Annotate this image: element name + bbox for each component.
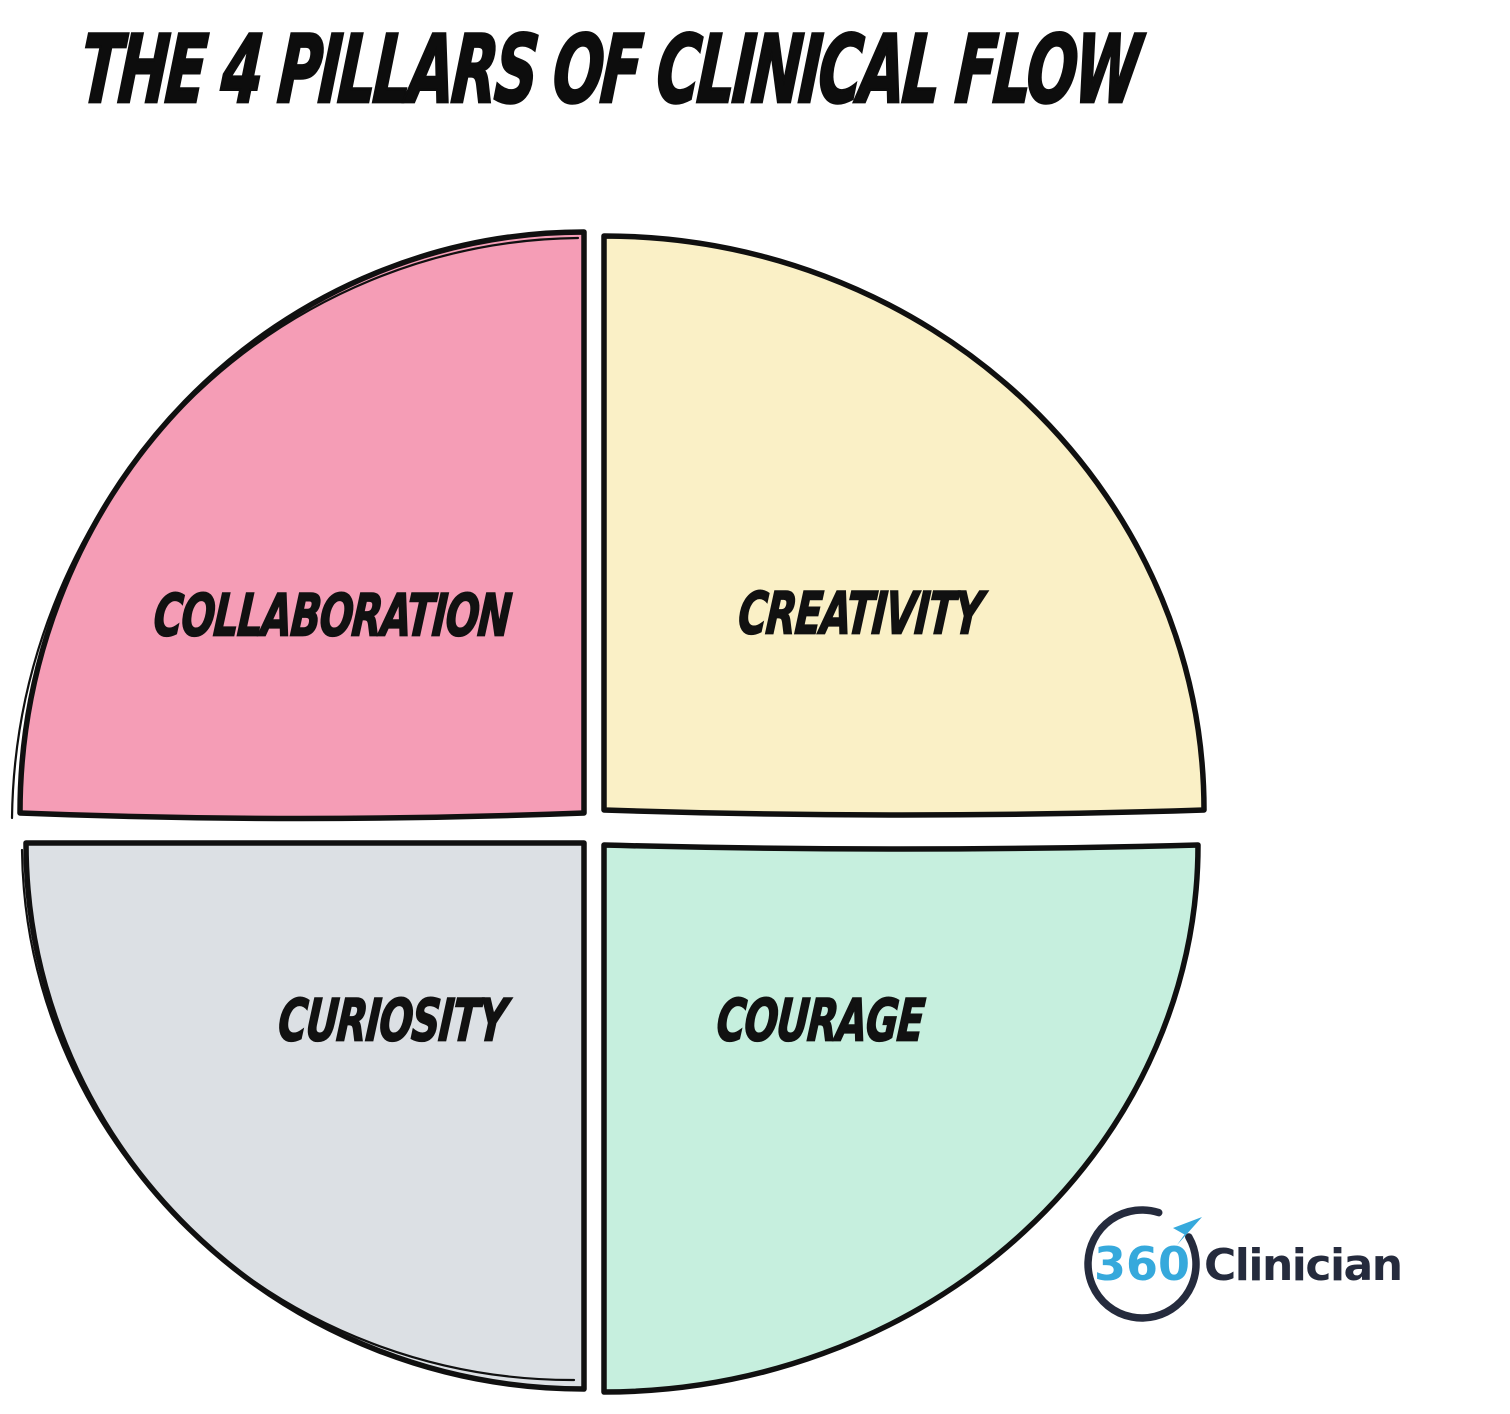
brand-logo-graphic: 360 Clinician — [1084, 1206, 1403, 1322]
sketch-stroke — [20, 848, 576, 1382]
quadrant-curiosity — [23, 840, 587, 1392]
logo-circle — [1084, 1206, 1200, 1322]
quadrant-label-collaboration: COLLABORATION — [150, 582, 513, 651]
brand-logo: 360 Clinician — [1080, 1198, 1420, 1338]
logo-wordmark: Clinician — [1204, 1240, 1402, 1291]
logo-360-text: 360 — [1094, 1237, 1190, 1291]
quadrant-creativity — [601, 233, 1207, 818]
paper-plane-icon — [1173, 1217, 1202, 1245]
quadrant-collaboration — [17, 229, 587, 822]
quadrant-label-curiosity: CURIOSITY — [275, 987, 509, 1056]
sketch-stroke — [10, 236, 580, 820]
quadrant-courage — [601, 842, 1201, 1395]
quadrant-label-creativity: CREATIVITY — [735, 580, 985, 649]
quadrant-label-courage: COURAGE — [713, 987, 926, 1056]
